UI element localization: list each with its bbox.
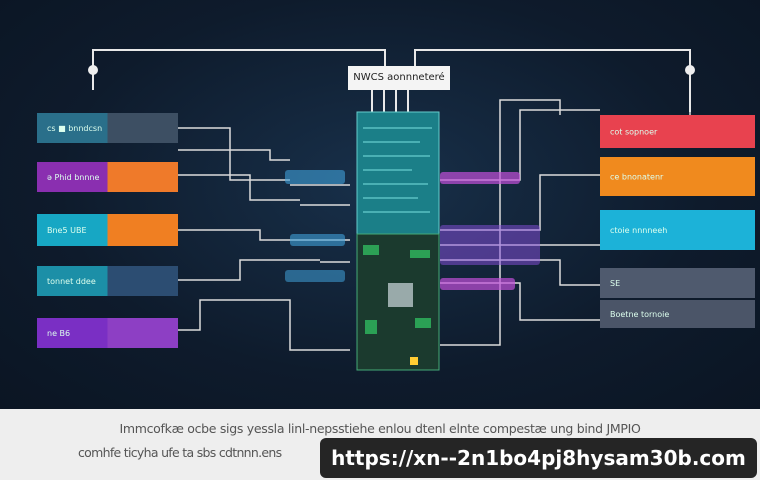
right-panel-3: ctoie nnnneeh bbox=[600, 210, 755, 250]
panel-box bbox=[600, 300, 755, 328]
left-panel-1: cs ■ bnndcsn bbox=[37, 113, 178, 143]
caption-line-1: Immcofkæ ocbe sigs yessla linl-nepsstieh… bbox=[119, 421, 641, 436]
panel-text: ctoie nnnneeh bbox=[610, 226, 667, 235]
right-node-dot bbox=[685, 65, 695, 75]
panel-text: ə Phid bnnne bbox=[47, 173, 99, 182]
panel-text: tonnet ddee bbox=[47, 277, 96, 286]
panel-box bbox=[600, 268, 755, 298]
right-panel-1: cot sopnoer bbox=[600, 115, 755, 148]
caption-line-2: comhfe ticyha ufe ta sbs cdtnnn.ens bbox=[78, 445, 282, 460]
left-panel-3: Bne5 UBE bbox=[37, 214, 178, 246]
panel-text: ce bnonatenr bbox=[610, 173, 664, 182]
central-label: NWCS aonnneteré bbox=[348, 66, 450, 90]
right-panel-4: SE bbox=[600, 268, 755, 298]
panel-text: Boetne tornoie bbox=[610, 310, 669, 319]
panel-text: cs ■ bnndcsn bbox=[47, 124, 102, 133]
panel-text: cot sopnoer bbox=[610, 128, 658, 137]
left-panel-4: tonnet ddee bbox=[37, 266, 178, 296]
panel-box bbox=[37, 214, 178, 246]
panel-box bbox=[37, 318, 178, 348]
panel-text: Bne5 UBE bbox=[47, 226, 87, 235]
central-board bbox=[356, 111, 440, 371]
right-panel-5: Boetne tornoie bbox=[600, 300, 755, 328]
panel-box bbox=[600, 115, 755, 148]
left-node-dot bbox=[88, 65, 98, 75]
right-panel-2: ce bnonatenr bbox=[600, 157, 755, 196]
left-panel-2: ə Phid bnnne bbox=[37, 162, 178, 192]
watermark-url: https://xn--2n1bo4pj8hysam30b.com bbox=[320, 438, 757, 478]
left-connectors bbox=[178, 127, 350, 351]
panel-box bbox=[600, 210, 755, 250]
panel-text: SE bbox=[610, 279, 620, 288]
panel-box bbox=[600, 157, 755, 196]
panel-text: ne B6 bbox=[47, 329, 70, 338]
panel-box bbox=[37, 266, 178, 296]
cpu-chip bbox=[388, 283, 413, 307]
glow-accents bbox=[285, 170, 540, 290]
panel-box bbox=[37, 113, 178, 143]
panel-box bbox=[37, 162, 178, 192]
left-panel-5: ne B6 bbox=[37, 318, 178, 348]
